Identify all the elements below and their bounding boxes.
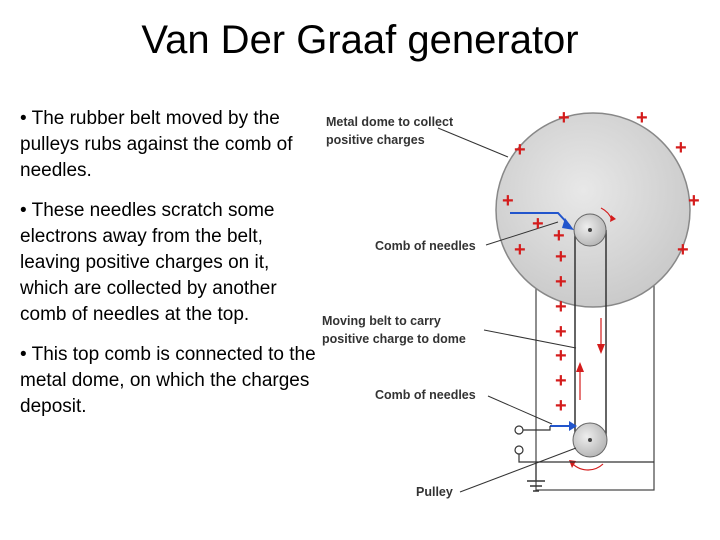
ground-wire bbox=[518, 454, 654, 463]
dome-charges: + + + + + + + + + bbox=[502, 107, 700, 261]
bullet-list: • The rubber belt moved by the pulleys r… bbox=[20, 106, 320, 434]
bottom-comb-arrowhead bbox=[569, 421, 577, 431]
leader-top-comb bbox=[485, 221, 559, 246]
charge: + bbox=[677, 239, 689, 261]
ground-icon bbox=[527, 480, 545, 492]
label-dome-line1: Metal dome to collect bbox=[326, 115, 454, 129]
charge: + bbox=[555, 345, 567, 367]
charge: + bbox=[555, 321, 567, 343]
van-de-graaff-diagram: Metal dome to collect positive charges C… bbox=[322, 107, 700, 499]
charge: + bbox=[675, 137, 687, 159]
charge: + bbox=[555, 246, 567, 268]
label-belt-line2: positive charge to dome bbox=[322, 332, 466, 346]
label-pulley: Pulley bbox=[416, 485, 453, 499]
label-belt-line1: Moving belt to carry bbox=[322, 314, 441, 328]
charge: + bbox=[502, 190, 514, 212]
charge: + bbox=[514, 239, 526, 261]
leader-pulley bbox=[459, 447, 577, 493]
bullet-top-comb: • This top comb is connected to the meta… bbox=[20, 344, 316, 417]
belt-up-arrowhead bbox=[576, 362, 584, 372]
bullet-needles-scratch: • These needles scratch some electrons a… bbox=[20, 200, 277, 325]
label-dome-line2: positive charges bbox=[326, 133, 425, 147]
charge: + bbox=[555, 271, 567, 293]
top-pulley-axle bbox=[588, 228, 592, 232]
top-rotation-arrowhead bbox=[610, 215, 616, 222]
charge: + bbox=[555, 395, 567, 417]
charge: + bbox=[555, 370, 567, 392]
terminal-bottom bbox=[514, 445, 524, 455]
slide-title: Van Der Graaf generator bbox=[141, 18, 579, 62]
belt-down-arrowhead bbox=[597, 344, 605, 354]
label-top-comb: Comb of needles bbox=[375, 239, 476, 253]
charge: + bbox=[558, 107, 570, 129]
charge: + bbox=[555, 296, 567, 318]
terminal-top bbox=[514, 425, 524, 435]
bottom-pulley-axle bbox=[588, 438, 592, 442]
bottom-comb-wire bbox=[522, 426, 551, 431]
metal-dome bbox=[495, 112, 691, 308]
leader-belt bbox=[483, 329, 577, 349]
leader-dome bbox=[437, 127, 509, 158]
charge: + bbox=[514, 139, 526, 161]
belt-charges: + + + + + + + + bbox=[553, 225, 567, 417]
top-comb-arrowhead bbox=[562, 218, 574, 230]
charge: + bbox=[688, 190, 700, 212]
bullet-belt-rubs: • The rubber belt moved by the pulleys r… bbox=[20, 108, 293, 181]
label-bottom-comb: Comb of needles bbox=[375, 388, 476, 402]
charge: + bbox=[636, 107, 648, 129]
charge: + bbox=[532, 213, 544, 235]
leader-bottom-comb bbox=[487, 395, 553, 425]
charge: + bbox=[553, 225, 565, 247]
